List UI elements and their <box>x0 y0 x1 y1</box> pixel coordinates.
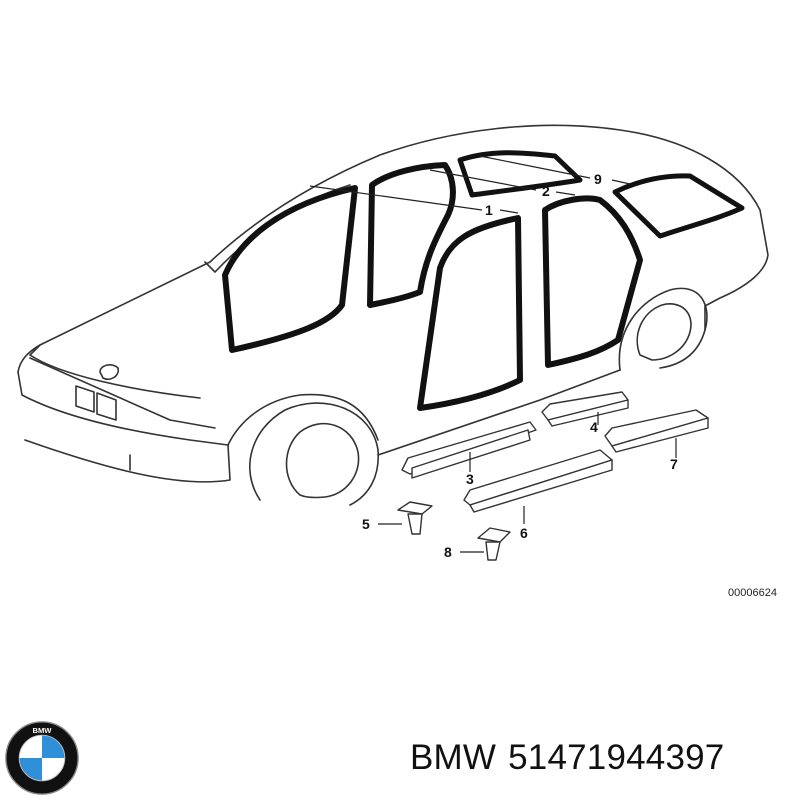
callout-8: 8 <box>444 544 452 560</box>
callout-9: 9 <box>594 171 602 187</box>
callout-7: 7 <box>670 456 678 472</box>
svg-text:BMW: BMW <box>33 726 53 735</box>
callout-5: 5 <box>362 516 370 532</box>
clips <box>397 501 511 561</box>
door-seals <box>222 150 745 411</box>
callout-3: 3 <box>466 471 474 487</box>
part-number: 51471944397 <box>508 738 725 777</box>
part-caption: BMW 51471944397 <box>410 738 736 778</box>
car-outline <box>17 124 769 506</box>
leader-lines <box>309 155 677 553</box>
drawing-code: 00006624 <box>728 587 777 599</box>
callout-4: 4 <box>590 419 598 435</box>
sill-strips <box>401 391 709 513</box>
callout-6: 6 <box>520 525 528 541</box>
brand-name: BMW <box>410 738 497 777</box>
bmw-logo-icon: BMW <box>5 721 79 795</box>
callout-2: 2 <box>542 183 550 199</box>
callout-1: 1 <box>485 202 493 218</box>
